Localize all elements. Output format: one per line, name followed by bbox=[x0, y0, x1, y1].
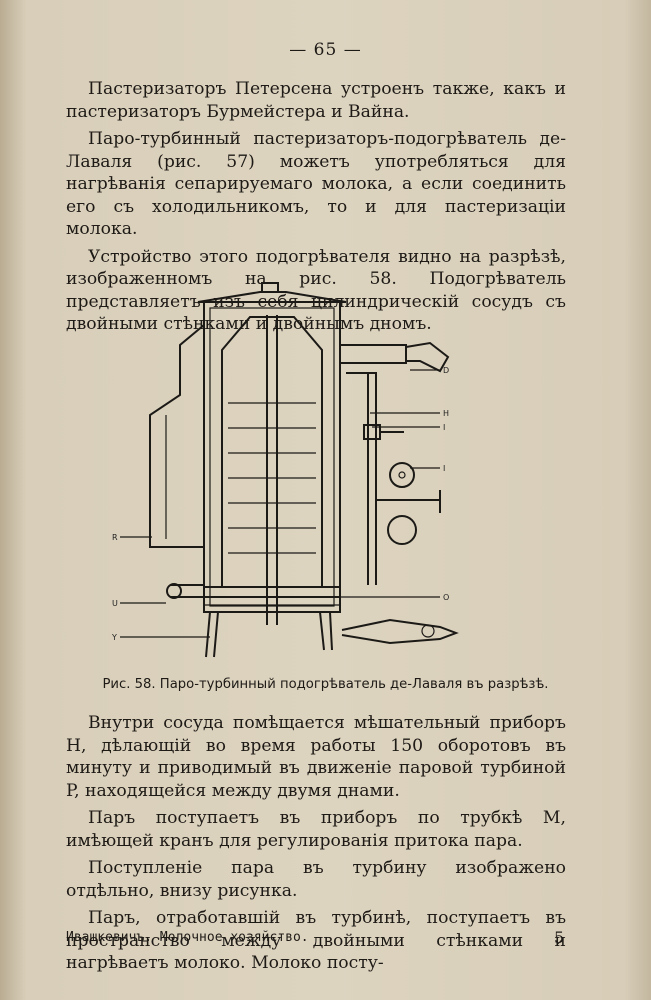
paragraph: Внутри сосуда помѣщается мѣшательный при… bbox=[66, 713, 566, 801]
page-number: — 65 — bbox=[289, 40, 362, 60]
label-o: O bbox=[443, 593, 449, 602]
stirrer-blades bbox=[228, 402, 316, 554]
inner-wall bbox=[209, 307, 335, 607]
lid-knob bbox=[261, 282, 279, 293]
label-y: Y bbox=[111, 633, 117, 642]
outlet-pipe bbox=[170, 584, 205, 598]
paragraph: Паръ поступаетъ въ приборъ по трубкѣ M, … bbox=[66, 808, 566, 851]
turbine-detail bbox=[421, 624, 435, 638]
figure-caption: Рис. 58. Паро-турбинный подогрѣватель де… bbox=[102, 677, 549, 692]
label-r: R bbox=[112, 533, 118, 542]
top-outlet-spout bbox=[405, 341, 450, 373]
running-footer: Ивашкевичъ. Молочное хозяйство. bbox=[66, 930, 309, 945]
paragraph: Пастеризаторъ Петерсена устроенъ также, … bbox=[66, 79, 566, 122]
text-block-bottom: Внутри сосуда помѣщается мѣшательный при… bbox=[66, 712, 566, 980]
figure-58-illustration: D H I I O R U Y bbox=[111, 282, 459, 658]
pressure-gauge bbox=[389, 462, 415, 488]
label-leaders bbox=[120, 369, 440, 638]
steam-cock bbox=[376, 490, 441, 513]
milk-inlet-funnel bbox=[149, 324, 205, 548]
label-i: I bbox=[443, 423, 445, 432]
turbine-detail bbox=[341, 618, 459, 645]
inner-cylinder bbox=[221, 316, 323, 588]
top-outlet-pipe bbox=[340, 344, 407, 364]
leg bbox=[205, 611, 219, 658]
paragraph: Паръ, отработавшій въ турбинѣ, поступает… bbox=[66, 908, 566, 973]
pressure-gauge bbox=[398, 471, 406, 479]
steam-pipe bbox=[346, 372, 369, 585]
steam-pipe bbox=[354, 372, 377, 585]
lid bbox=[197, 291, 347, 303]
signature-mark: 5 bbox=[554, 928, 565, 947]
label-h: H bbox=[443, 409, 449, 418]
outlet-tap bbox=[166, 583, 182, 599]
label-i: I bbox=[443, 464, 445, 473]
paragraph: Поступленіе пара въ турбину изображено о… bbox=[66, 858, 566, 901]
leg bbox=[319, 611, 333, 651]
paragraph: Паро-турбинный пастеризаторъ-подогрѣвате… bbox=[66, 129, 566, 239]
label-d: D bbox=[443, 366, 449, 375]
label-u: U bbox=[112, 599, 118, 608]
pipe-loop bbox=[387, 515, 417, 545]
